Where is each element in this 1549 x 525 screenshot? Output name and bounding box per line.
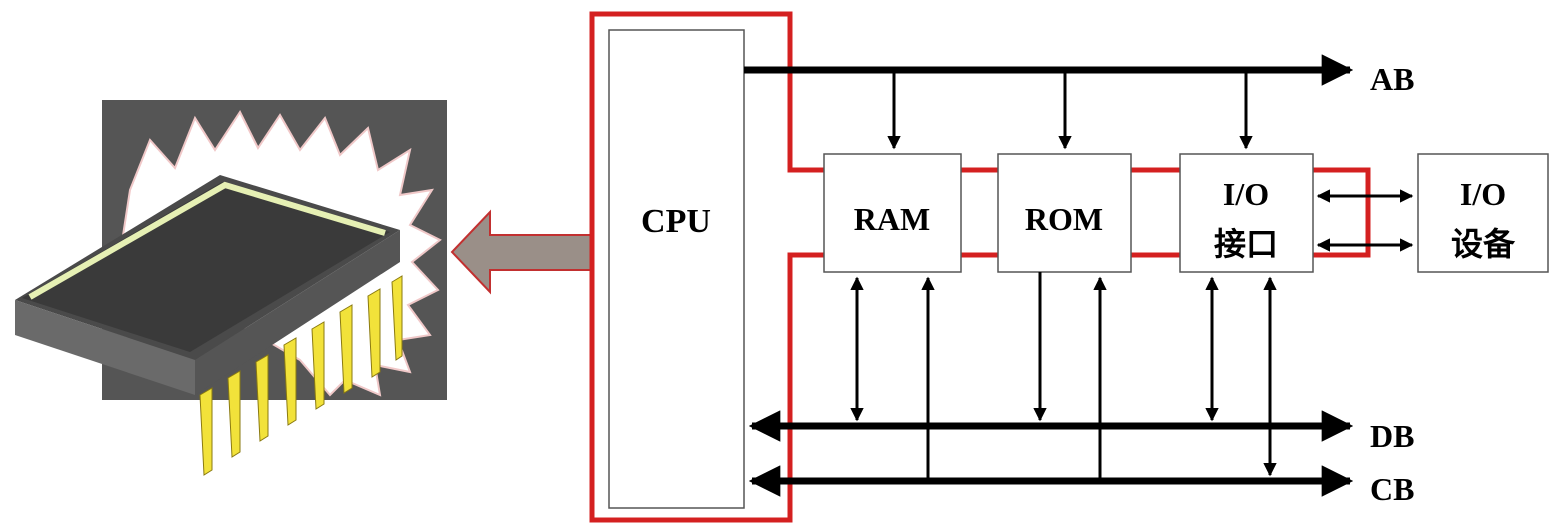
io-device-label-line2: 设备 [1451, 226, 1516, 262]
bus-connections [850, 272, 1277, 481]
io-device-block: I/O 设备 [1417, 153, 1549, 273]
data-bus: DB [748, 410, 1414, 454]
ram-block: RAM [823, 153, 962, 273]
io-port-block: I/O 接口 [1179, 153, 1314, 273]
left-arrow-icon [450, 209, 593, 295]
io-device-label-line1: I/O [1460, 176, 1506, 212]
io-links [1316, 189, 1414, 252]
ram-label: RAM [854, 201, 930, 237]
control-bus-label: CB [1370, 471, 1414, 507]
io-port-label-line1: I/O [1223, 176, 1269, 212]
io-port-label-line2: 接口 [1214, 226, 1278, 262]
cpu-label: CPU [641, 203, 711, 240]
address-bus-label: AB [1370, 61, 1414, 97]
address-bus: AB [744, 54, 1414, 150]
microchip-icon [15, 100, 447, 476]
rom-block: ROM [997, 153, 1132, 273]
highlight-outline [589, 11, 1371, 523]
data-bus-label: DB [1370, 418, 1414, 454]
rom-label: ROM [1025, 201, 1103, 237]
cpu-block: CPU [608, 29, 745, 509]
control-bus: CB [748, 465, 1414, 507]
